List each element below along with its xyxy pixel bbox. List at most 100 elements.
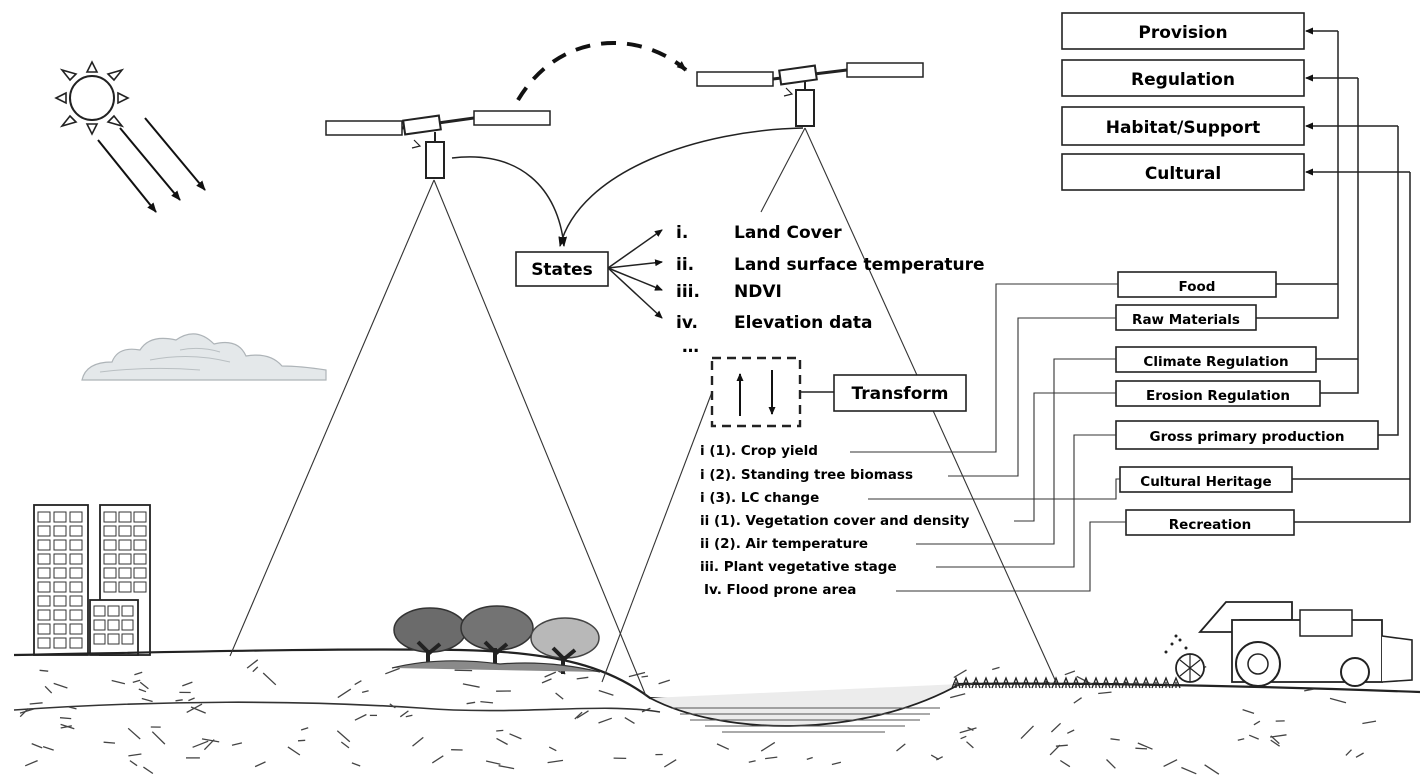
soil-mark xyxy=(1135,747,1148,750)
cloud-icon xyxy=(81,333,327,381)
soil-mark xyxy=(297,739,306,742)
crops-icon xyxy=(951,676,1181,689)
soil-mark xyxy=(412,736,424,747)
crop-mark xyxy=(971,676,981,689)
benefit-boxes: Food Raw Materials Climate Regulation Er… xyxy=(1115,271,1379,536)
soil-mark xyxy=(31,742,43,749)
soil-mark xyxy=(1098,691,1112,695)
derived-item: i (2). Standing tree biomass xyxy=(700,467,913,483)
window-icon xyxy=(118,525,132,537)
soil-mark xyxy=(544,671,557,678)
soil-mark xyxy=(19,708,29,718)
soil-mark xyxy=(663,759,677,768)
soil-mark xyxy=(399,710,409,718)
orbit-dashed-arrow xyxy=(516,41,688,102)
window-icon xyxy=(53,581,67,593)
window-icon xyxy=(103,553,117,565)
window-icon xyxy=(103,511,117,523)
window-icon xyxy=(69,637,83,649)
soil-mark xyxy=(337,688,352,699)
satellite-right-icon xyxy=(696,62,924,127)
crop-mark xyxy=(1041,676,1051,689)
window-icon xyxy=(121,619,134,631)
window-icon xyxy=(69,609,83,621)
window-icon xyxy=(53,553,67,565)
soil-mark xyxy=(967,726,974,731)
soil-mark xyxy=(60,723,75,730)
derived-item: Iv. Flood prone area xyxy=(704,582,856,598)
derived-item: iii. Plant vegetative stage xyxy=(700,559,897,575)
soil-mark xyxy=(498,765,515,770)
window-icon xyxy=(53,595,67,607)
benefit-label: Erosion Regulation xyxy=(1146,388,1290,404)
crop-mark xyxy=(1021,676,1031,689)
crop-mark xyxy=(1081,676,1091,689)
soil-mark xyxy=(129,760,138,767)
soil-mark xyxy=(541,678,552,684)
service-label: Regulation xyxy=(1131,70,1235,90)
crop-mark xyxy=(1071,676,1081,689)
soil-mark xyxy=(1165,683,1176,687)
soil-mark xyxy=(132,679,141,684)
transform-label: Transform xyxy=(852,384,949,404)
soil-mark xyxy=(351,762,361,767)
window-icon xyxy=(37,525,51,537)
service-label: Habitat/Support xyxy=(1106,118,1261,138)
soil-mark xyxy=(24,760,38,767)
soil-mark xyxy=(496,737,508,746)
crop-mark xyxy=(951,676,961,689)
benefit-box xyxy=(1117,271,1277,298)
soil-mark xyxy=(1362,720,1377,725)
benefit-label: Climate Regulation xyxy=(1143,354,1288,370)
window-icon xyxy=(37,567,51,579)
soil-mark xyxy=(1110,738,1120,741)
soil-mark xyxy=(806,756,813,761)
soil-mark xyxy=(141,697,153,703)
window-icon xyxy=(107,619,120,631)
window-icon xyxy=(37,637,51,649)
state-item-text: Elevation data xyxy=(734,313,872,333)
soil-mark xyxy=(1355,752,1364,758)
derived-item: i (3). LC change xyxy=(700,490,819,506)
window-icon xyxy=(93,633,106,645)
window-icon xyxy=(53,637,67,649)
window-icon xyxy=(103,525,117,537)
benefit-to-service-connectors xyxy=(1256,27,1411,523)
soil-mark xyxy=(748,760,756,763)
crop-mark xyxy=(991,676,1001,689)
window-icon xyxy=(133,539,147,551)
soil-mark xyxy=(188,697,195,702)
soil-mark xyxy=(138,688,147,693)
states-label: States xyxy=(531,260,593,280)
derived-item: i (1). Crop yield xyxy=(700,443,818,459)
states-fan-arrows xyxy=(607,229,663,319)
crop-mark xyxy=(1141,676,1151,689)
soil-mark xyxy=(68,706,77,710)
soil-mark xyxy=(1020,725,1034,740)
crop-mark xyxy=(1091,676,1101,689)
window-icon xyxy=(133,567,147,579)
buildings-icon xyxy=(33,504,151,656)
soil-mark xyxy=(354,713,367,721)
soil-mark xyxy=(262,672,277,686)
soil-mark xyxy=(658,679,670,685)
derived-to-benefit-connectors xyxy=(850,283,1126,592)
soil-mark xyxy=(300,727,309,731)
soil-mark xyxy=(641,675,649,678)
window-icon xyxy=(133,511,147,523)
soil-mark xyxy=(231,742,243,746)
window-icon xyxy=(69,623,83,635)
soil-mark xyxy=(340,741,350,749)
soil-mark xyxy=(252,666,259,673)
state-item-num: iii. xyxy=(676,282,700,302)
window-icon xyxy=(37,511,51,523)
soil-mark xyxy=(574,711,583,720)
window-icon xyxy=(118,581,132,593)
soil-mark xyxy=(992,666,1000,671)
benefit-box xyxy=(1115,380,1321,407)
soil-mark xyxy=(466,701,476,705)
soil-mark xyxy=(462,683,480,688)
window-icon xyxy=(53,623,67,635)
soil-mark xyxy=(509,733,522,740)
satellite-to-states-arrows xyxy=(451,127,804,247)
